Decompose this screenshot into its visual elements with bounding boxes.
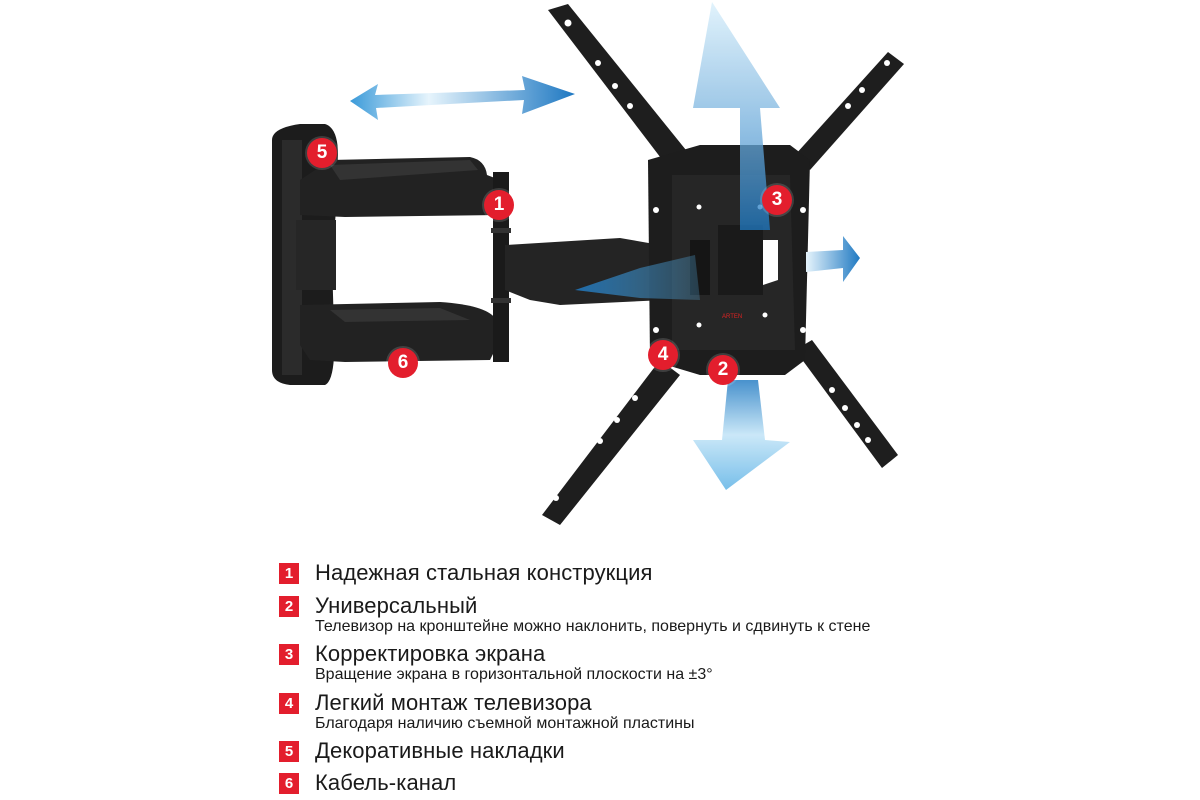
swivel-arrow-icon xyxy=(575,236,860,300)
feature-item-6: 6 Кабель-канал xyxy=(279,770,456,796)
number-badge: 5 xyxy=(279,741,299,762)
feature-subtitle: Вращение экрана в горизонтальной плоскос… xyxy=(315,666,713,683)
vertical-tilt-arrow-icon xyxy=(693,2,790,490)
upper-arm xyxy=(300,157,500,217)
wall-mount-drawing: ARTEN xyxy=(272,2,904,525)
feature-item-3: 3 Корректировка экрана Вращение экрана в… xyxy=(279,641,713,683)
product-illustration: ARTEN 1 2 3 4 5 6 xyxy=(272,2,904,525)
feature-title: Универсальный xyxy=(315,593,478,618)
marker-5: 5 xyxy=(307,138,337,168)
marker-6: 6 xyxy=(388,348,418,378)
feature-title: Надежная стальная конструкция xyxy=(315,560,653,585)
feature-title: Декоративные накладки xyxy=(315,738,565,763)
vesa-plate: ARTEN xyxy=(648,145,810,375)
feature-title: Кабель-канал xyxy=(315,770,457,795)
feature-item-2: 2 Универсальный Телевизор на кронштейне … xyxy=(279,593,870,635)
feature-subtitle: Благодаря наличию съемной монтажной плас… xyxy=(315,715,695,732)
horizontal-slide-arrow-icon xyxy=(350,76,575,120)
number-badge: 4 xyxy=(279,693,299,714)
marker-2: 2 xyxy=(708,355,738,385)
svg-text:ARTEN: ARTEN xyxy=(722,314,742,320)
feature-title: Легкий монтаж телевизора xyxy=(315,690,592,715)
feature-item-1: 1 Надежная стальная конструкция xyxy=(279,560,653,586)
vesa-arms xyxy=(542,4,904,525)
feature-item-5: 5 Декоративные накладки xyxy=(279,738,565,764)
feature-subtitle: Телевизор на кронштейне можно наклонить,… xyxy=(315,618,871,635)
number-badge: 6 xyxy=(279,773,299,794)
number-badge: 1 xyxy=(279,563,299,584)
lower-arm xyxy=(300,302,500,362)
feature-title: Корректировка экрана xyxy=(315,641,546,666)
marker-1: 1 xyxy=(484,190,514,220)
marker-4: 4 xyxy=(648,340,678,370)
number-badge: 2 xyxy=(279,596,299,617)
marker-3: 3 xyxy=(762,185,792,215)
number-badge: 3 xyxy=(279,644,299,665)
feature-item-4: 4 Легкий монтаж телевизора Благодаря нал… xyxy=(279,690,695,732)
